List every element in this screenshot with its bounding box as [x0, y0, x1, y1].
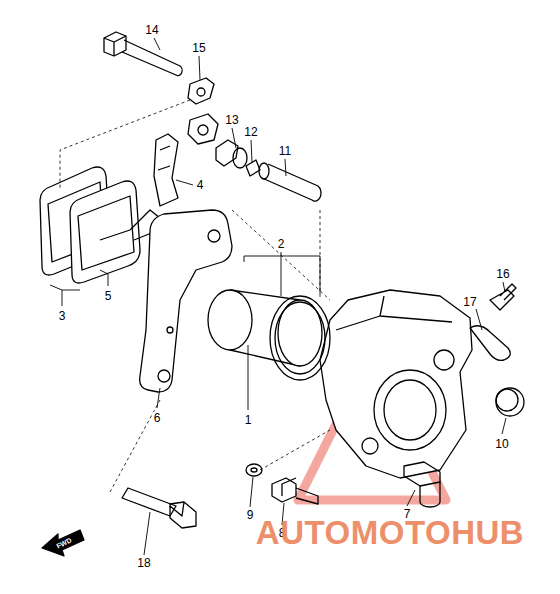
- callout-number: 9: [246, 509, 255, 521]
- callout-number: 10: [494, 438, 509, 450]
- callout-number: 5: [104, 290, 113, 302]
- callout-number: 18: [136, 557, 151, 569]
- watermark: AUTOMOTOHUB: [256, 516, 524, 549]
- callout-number: 15: [191, 42, 206, 54]
- callout-number: 6: [153, 412, 162, 424]
- callout-number: 2: [277, 238, 286, 250]
- callout-number: 4: [196, 179, 205, 191]
- callout-number: 17: [462, 296, 477, 308]
- callout-number: 1: [244, 414, 253, 426]
- callout-number: 3: [58, 310, 67, 322]
- callout-number: 12: [243, 126, 258, 138]
- callout-number: 11: [278, 145, 292, 157]
- callout-number: 16: [495, 268, 510, 280]
- callout-number: 14: [144, 24, 159, 36]
- callout-number: 13: [224, 114, 239, 126]
